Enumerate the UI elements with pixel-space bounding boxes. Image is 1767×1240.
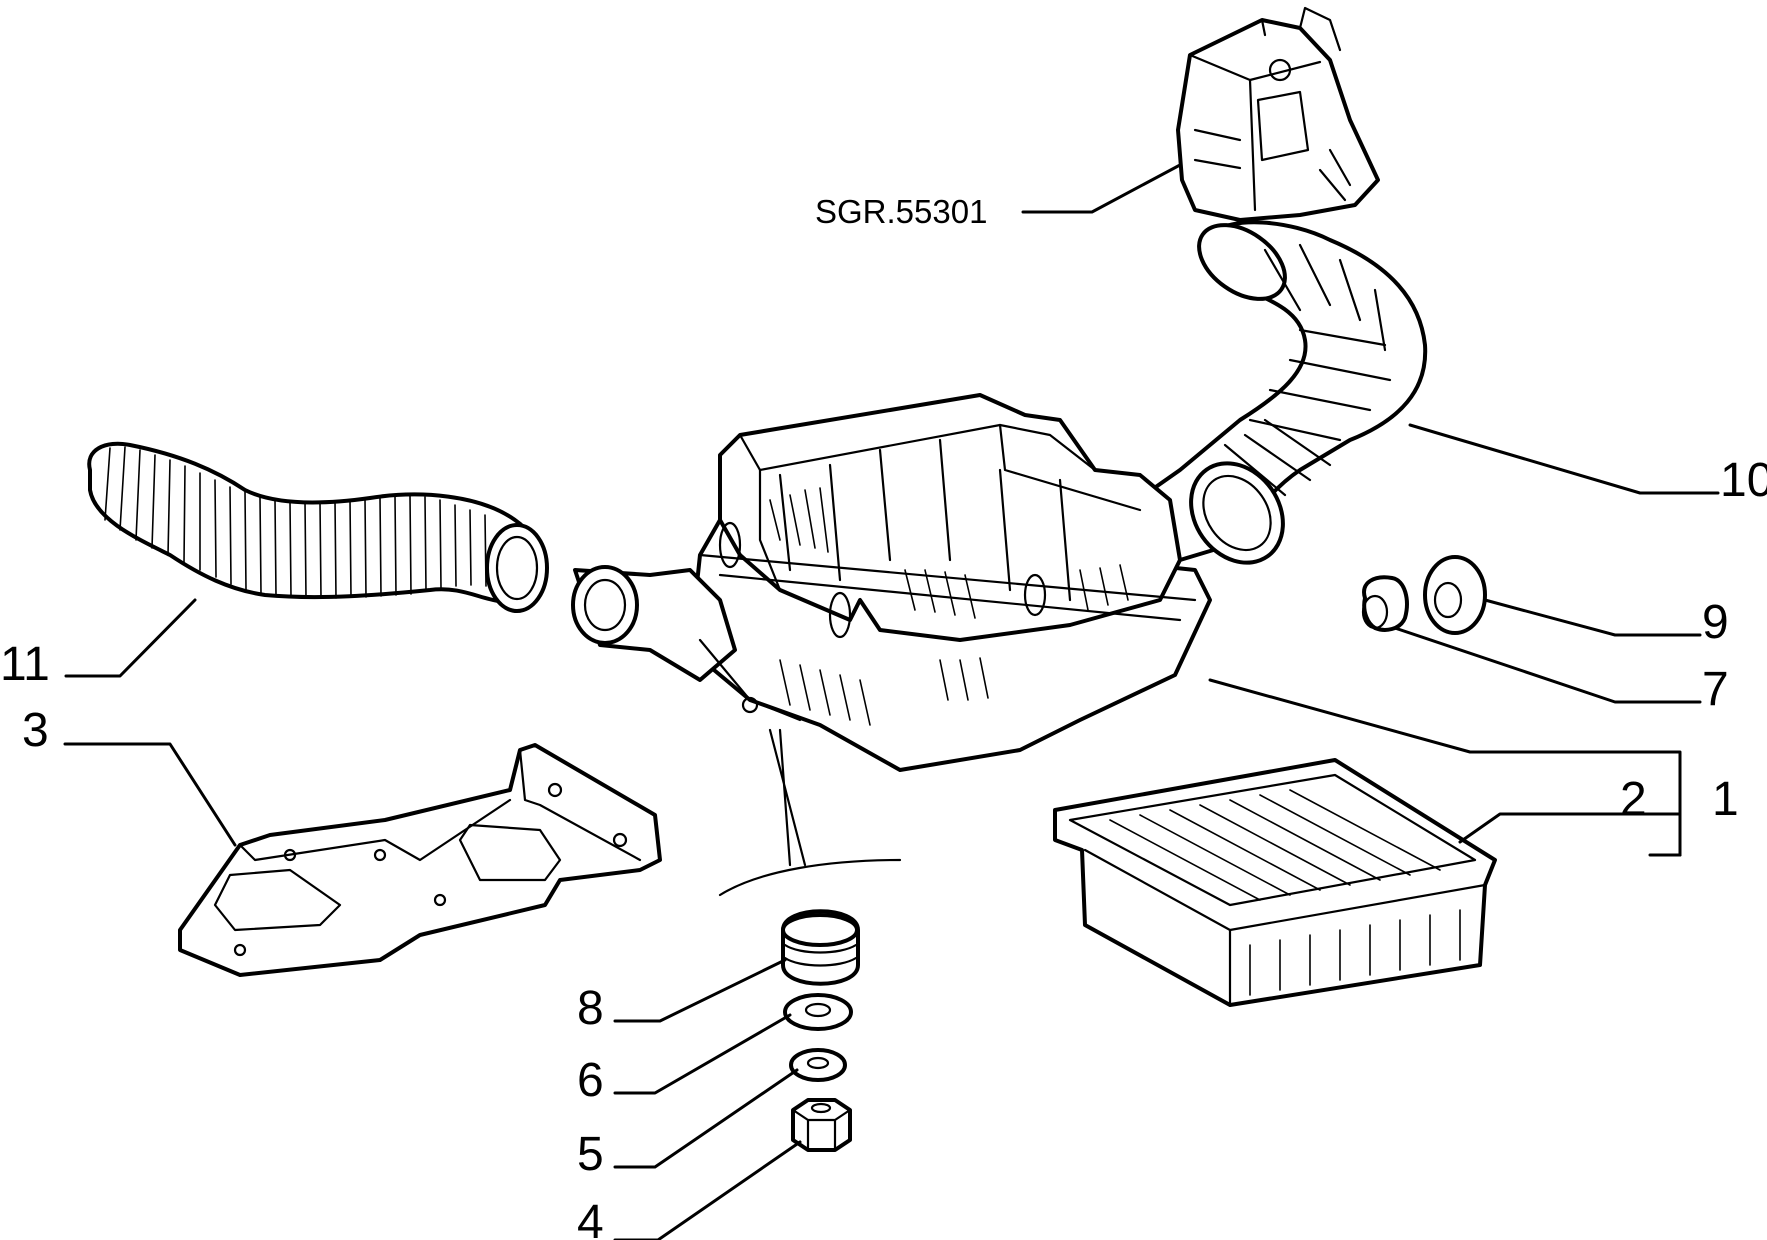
leader-ref <box>1021 163 1182 214</box>
air-filter-housing-part-1 <box>571 393 1212 897</box>
throttle-body-part <box>1176 6 1380 222</box>
leader-lines <box>63 163 1720 1240</box>
leader-1b <box>1646 812 1682 857</box>
leader-11 <box>64 598 197 678</box>
leader-9 <box>1483 598 1702 637</box>
callout-8: 8 <box>577 982 604 1035</box>
washer-part-6 <box>783 993 853 1031</box>
nut-part-4 <box>791 1098 852 1152</box>
leader-5 <box>613 1068 799 1169</box>
leader-2 <box>1458 812 1650 844</box>
bracket-part-3 <box>178 743 662 977</box>
corrugated-hose-part-11 <box>87 441 549 613</box>
callout-2: 2 <box>1620 773 1647 826</box>
callout-4: 4 <box>577 1196 604 1240</box>
leader-4 <box>613 1140 802 1240</box>
callout-6: 6 <box>577 1054 604 1107</box>
intake-pipe-part-10 <box>1128 220 1428 565</box>
leader-3 <box>63 742 237 847</box>
leader-10 <box>1408 423 1720 495</box>
callout-1: 1 <box>1712 773 1739 826</box>
grommet-part-9 <box>1423 555 1487 635</box>
callout-7: 7 <box>1702 663 1729 716</box>
leader-8 <box>613 958 787 1023</box>
callout-11: 11 <box>0 638 50 691</box>
leader-7 <box>1393 626 1702 704</box>
rubber-mount-part-8 <box>781 909 860 986</box>
callout-3: 3 <box>22 704 49 757</box>
callout-9: 9 <box>1702 596 1729 649</box>
filter-element-part-2 <box>1053 758 1497 1007</box>
spring-washer-part-5 <box>789 1048 847 1082</box>
reference-code-label: SGR.55301 <box>815 193 987 230</box>
callout-10: 10 <box>1720 454 1767 507</box>
leader-6 <box>613 1013 792 1095</box>
callout-5: 5 <box>577 1128 604 1181</box>
sleeve-part-7 <box>1361 575 1409 632</box>
